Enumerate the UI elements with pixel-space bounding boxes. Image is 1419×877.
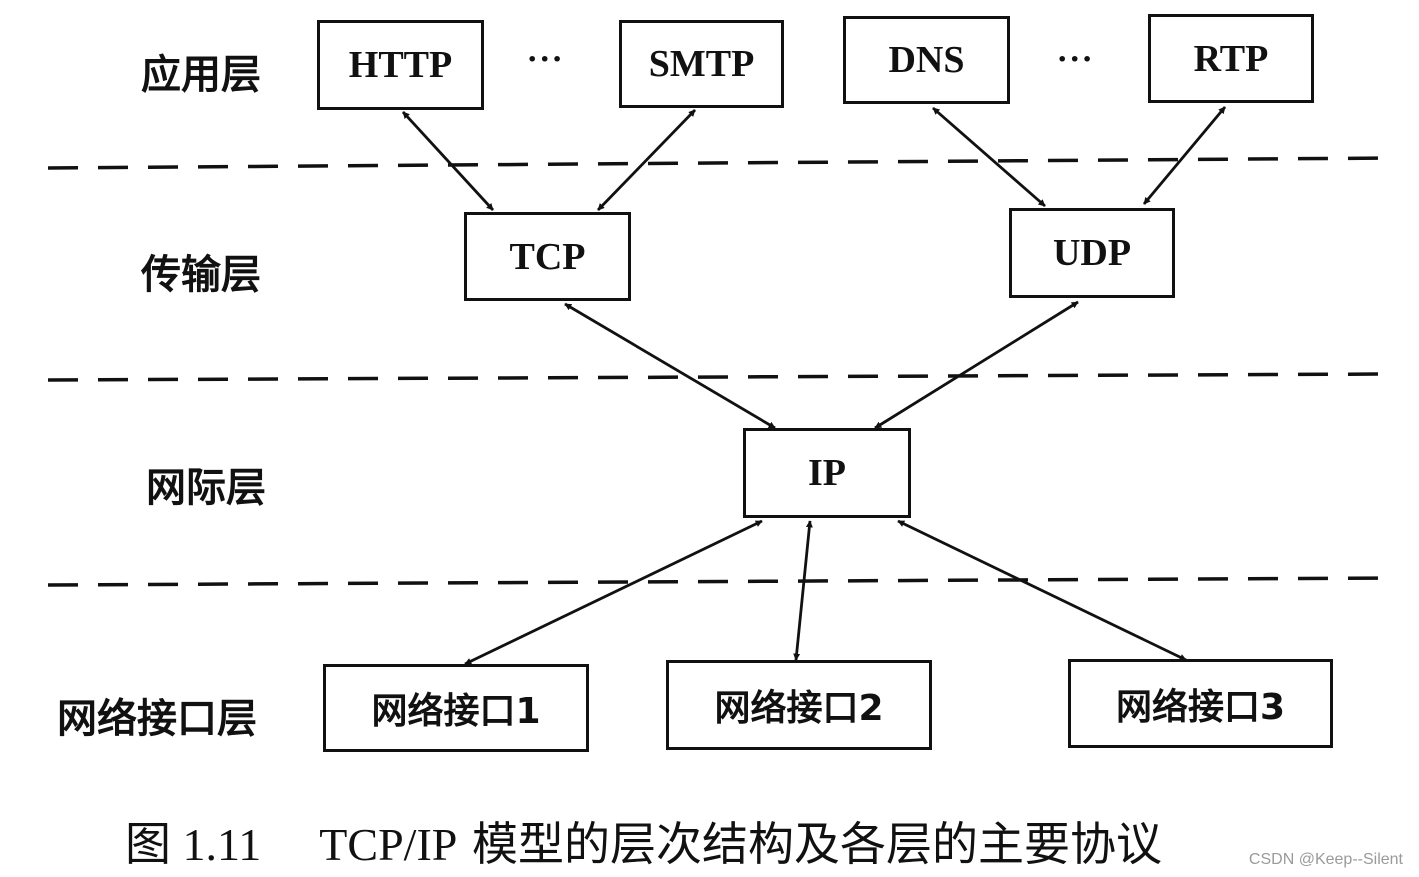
watermark-text: CSDN @Keep--Silent [1248, 851, 1403, 868]
interface-box-2: 网络接口2 [666, 660, 932, 750]
layer-label-internet: 网际层 [146, 465, 266, 511]
separator-app-transport [47, 156, 1391, 170]
protocol-box-tcp: TCP [464, 212, 631, 301]
arrow-dns-udp [932, 106, 1046, 208]
protocol-box-udp: UDP [1009, 208, 1175, 298]
ellipsis-app-left: ··· [527, 42, 565, 77]
arrow-http-tcp [401, 111, 495, 211]
arrow-smtp-tcp [596, 109, 697, 211]
arrow-ip-nif2 [793, 520, 813, 661]
arrow-tcp-ip [564, 302, 776, 430]
figure-caption: 图 1.11 TCP/IP 模型的层次结构及各层的主要协议 [125, 808, 1162, 874]
arrow-ip-nif3 [897, 519, 1187, 662]
interface-box-3: 网络接口3 [1068, 659, 1333, 748]
interface-box-1: 网络接口1 [323, 664, 589, 752]
layer-label-network-interface: 网络接口层 [57, 696, 257, 742]
ellipsis-app-right: ··· [1057, 42, 1095, 77]
protocol-box-rtp: RTP [1148, 14, 1314, 103]
arrow-rtp-udp [1142, 106, 1227, 205]
caption-figure-number: 图 1.11 [125, 819, 262, 870]
layer-label-transport: 传输层 [141, 252, 261, 298]
caption-protocol-name: TCP/IP [319, 819, 458, 870]
arrow-ip-nif1 [464, 519, 763, 666]
separator-internet-interface [47, 576, 1391, 587]
protocol-box-http: HTTP [317, 20, 484, 110]
protocol-box-ip: IP [743, 428, 911, 518]
arrow-udp-ip [874, 300, 1079, 430]
protocol-box-smtp: SMTP [619, 20, 784, 108]
protocol-box-dns: DNS [843, 16, 1010, 104]
separator-transport-internet [47, 372, 1391, 382]
layer-label-application: 应用层 [141, 52, 261, 98]
caption-text: 模型的层次结构及各层的主要协议 [457, 817, 1162, 871]
